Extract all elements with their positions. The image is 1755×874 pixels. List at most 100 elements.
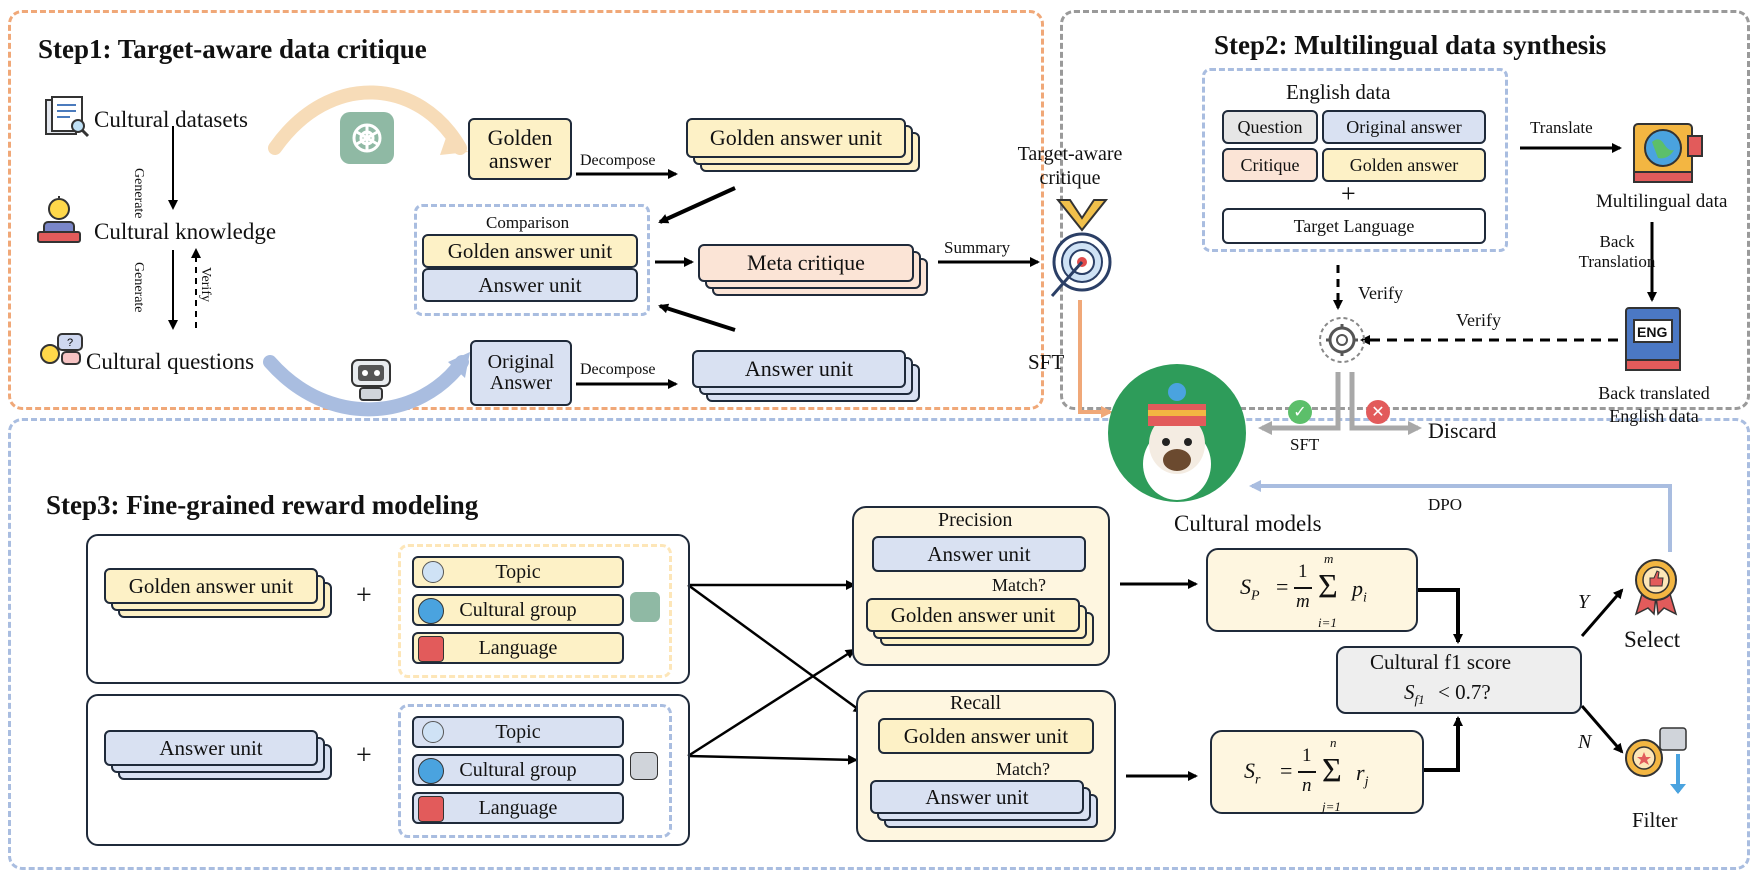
golden-answer-unit-stack: Golden answer unit xyxy=(686,118,922,178)
precision-formula-math: SP = 1 m Σ m i=1 pi xyxy=(1240,551,1367,630)
swoosh-to-golden xyxy=(268,85,467,155)
bottom-attr-cultural-group: Cultural group xyxy=(412,754,624,786)
f1-symbol: Sf1 xyxy=(1404,680,1425,708)
f1-condition: < 0.7? xyxy=(1438,680,1491,704)
robot-icon xyxy=(346,354,396,404)
swoosh-to-original xyxy=(263,355,469,417)
bottom-input-panel xyxy=(86,694,690,846)
cultural-datasets-label: Cultural datasets xyxy=(94,107,248,132)
language-icon xyxy=(418,796,444,822)
verify-label: Verify xyxy=(198,267,213,302)
meta-critique-label: Meta critique xyxy=(698,244,914,282)
language-icon xyxy=(418,636,444,662)
bottom-attrs-group xyxy=(398,704,672,838)
step1-title: Step1: Target-aware data critique xyxy=(38,34,427,64)
translate-label: Translate xyxy=(1530,118,1593,137)
precision-golden-label: Golden answer unit xyxy=(866,598,1080,632)
step3-title: Step3: Fine-grained reward modeling xyxy=(46,490,479,520)
target-medal-icon xyxy=(1040,199,1124,304)
english-data-group xyxy=(1202,68,1508,252)
answer-unit-label: Answer unit xyxy=(692,350,906,388)
back-translation-label: Back Translation xyxy=(1578,232,1656,271)
eng-text: ENG xyxy=(1637,324,1668,340)
check-icon: ✓ xyxy=(1288,400,1312,424)
english-data-label: English data xyxy=(1286,80,1391,104)
comparison-group xyxy=(414,204,650,316)
svg-text:?: ? xyxy=(67,337,73,349)
eng-book-icon: ENG xyxy=(1620,304,1686,374)
question-bubbles-icon: ? xyxy=(36,330,86,374)
cultural-knowledge-label: Cultural knowledge xyxy=(94,219,277,244)
globe-icon xyxy=(418,598,444,624)
original-answer-cell: Original answer xyxy=(1322,110,1486,144)
step2-plus: + xyxy=(1341,179,1356,208)
s3-golden-unit-stack: Golden answer unit xyxy=(104,568,340,624)
golden-answer-box: Golden answer xyxy=(468,118,572,180)
cross-icon: ✕ xyxy=(1366,400,1390,424)
top-attr-cultural-group: Cultural group xyxy=(412,594,624,626)
recall-formula-math: Sr = 1 n Σ n j=1 rj xyxy=(1244,735,1369,814)
step2-sft-label: SFT xyxy=(1290,435,1320,454)
step3-region xyxy=(8,418,1750,870)
verify-label-1: Verify xyxy=(1358,283,1403,303)
precision-golden-stack: Golden answer unit xyxy=(866,598,1102,654)
critique-box: Critique xyxy=(1222,148,1318,182)
s3-answer-unit-stack: Answer unit xyxy=(104,730,340,786)
top-attr-topic: Topic xyxy=(412,556,624,588)
comparison-golden-unit: Golden answer unit xyxy=(422,234,638,268)
globe-icon xyxy=(418,758,444,784)
lightbulb-person-icon xyxy=(34,196,84,244)
original-answer-box: Original Answer xyxy=(470,340,572,406)
globe-book-icon xyxy=(1626,114,1706,188)
comparison-answer-unit: Answer unit xyxy=(422,268,638,302)
back-translated-label: Back translated English data xyxy=(1598,383,1710,426)
discard-label: Discard xyxy=(1428,418,1497,443)
golden-answer-unit-label: Golden answer unit xyxy=(686,118,906,158)
step2-region xyxy=(1060,10,1750,410)
topic-icon xyxy=(422,721,444,743)
f1-score-box xyxy=(1336,646,1582,714)
chatgpt-icon xyxy=(340,112,394,164)
bottom-attr-language: Language xyxy=(412,792,624,824)
top-attrs-group xyxy=(398,544,672,678)
top-attr-language: Language xyxy=(412,632,624,664)
precision-formula xyxy=(1206,548,1418,632)
plus-bottom: + xyxy=(356,740,372,771)
no-label: N xyxy=(1578,731,1592,753)
target-language-box: Target Language xyxy=(1222,208,1486,244)
robot-small-icon xyxy=(630,752,658,780)
plus-top: + xyxy=(356,580,372,611)
step1-sft-label: SFT xyxy=(1028,350,1065,374)
chatgpt-small-icon xyxy=(630,592,660,622)
decompose-label-1: Decompose xyxy=(580,152,656,169)
decompose-label-2: Decompose xyxy=(580,361,656,378)
select-label: Select xyxy=(1624,627,1681,652)
multilingual-data-label: Multilingual data xyxy=(1596,191,1728,212)
recall-answer-stack: Answer unit xyxy=(870,780,1106,836)
filter-label: Filter xyxy=(1632,808,1678,832)
documents-icon xyxy=(44,96,90,138)
question-box: Question xyxy=(1222,110,1318,144)
recall-golden-unit: Golden answer unit xyxy=(878,718,1094,754)
golden-answer-cell: Golden answer xyxy=(1322,148,1486,182)
gear-icon xyxy=(1316,314,1368,366)
s3-golden-unit-label: Golden answer unit xyxy=(104,568,318,604)
cultural-models-label: Cultural models xyxy=(1174,511,1322,536)
precision-label: Precision xyxy=(938,509,1013,531)
f1-score-label: Cultural f1 score xyxy=(1370,650,1512,674)
thumbs-down-medal-icon xyxy=(1620,726,1692,796)
meta-critique-stack: Meta critique xyxy=(698,244,938,300)
topic-icon xyxy=(422,561,444,583)
summary-label: Summary xyxy=(944,238,1011,257)
yes-label: Y xyxy=(1578,591,1590,613)
generate-label-1: Generate xyxy=(131,168,146,219)
comparison-label: Comparison xyxy=(486,213,570,232)
precision-answer-unit: Answer unit xyxy=(872,536,1086,572)
step2-title: Step2: Multilingual data synthesis xyxy=(1214,30,1607,60)
thumbs-up-medal-icon xyxy=(1626,556,1686,616)
recall-formula xyxy=(1210,730,1424,814)
answer-unit-stack: Answer unit xyxy=(692,350,928,410)
s3-answer-unit-label: Answer unit xyxy=(104,730,318,766)
